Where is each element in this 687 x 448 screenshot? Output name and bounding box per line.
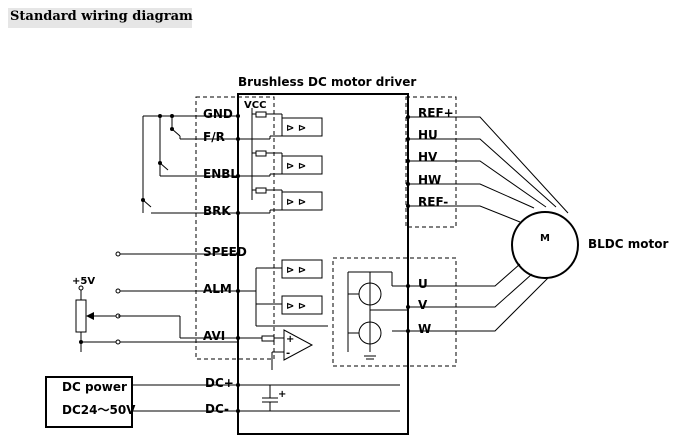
output-optocouplers: ⊳ ⊳ ⊳ ⊳ [238,259,328,327]
svg-text:⊳ ⊳: ⊳ ⊳ [286,301,306,312]
power-transistors [347,271,408,360]
page-title: Standard wiring diagram [10,9,193,24]
header-band [8,8,192,28]
dc-power-box [45,376,133,428]
motor-label: BLDC motor [588,237,668,251]
dc-bus-capacitor: + [238,384,400,412]
svg-text:+: + [278,389,286,400]
svg-text:⊳ ⊳: ⊳ ⊳ [286,123,306,134]
terminal-ref-plus: REF+ [418,106,454,120]
driver-title: Brushless DC motor driver [238,75,416,89]
power-stage-block [332,257,457,367]
svg-text:+: + [286,334,294,345]
terminal-v: V [418,298,428,312]
svg-text:-: - [286,348,290,359]
svg-text:⊳ ⊳: ⊳ ⊳ [286,197,306,208]
terminal-speed: SPEED [203,245,247,259]
speed-input-point [115,251,121,257]
terminal-hu: HU [418,128,438,142]
avi-opamp: + - [238,329,314,370]
terminal-u: U [418,277,428,291]
terminal-fr: F/R [203,130,225,144]
vcc-label: VCC [244,100,266,111]
hall-terminal-block [405,96,457,228]
potentiometer [75,285,238,352]
plus-5v-label: +5V [72,276,95,287]
dc-power-label: DC power [62,380,127,394]
dc-power-range: DC24～50V [62,403,136,417]
input-optocouplers: ⊳ ⊳ ⊳ ⊳ ⊳ ⊳ [238,108,323,214]
terminal-hv: HV [418,150,438,164]
terminal-hw: HW [418,173,441,187]
terminal-dc-minus: DC- [205,402,229,416]
input-terminal-block [195,96,275,360]
terminal-dc-plus: DC+ [205,376,234,390]
terminal-ref-minus: REF- [418,195,448,209]
bldc-motor-symbol [511,211,579,279]
svg-text:⊳ ⊳: ⊳ ⊳ [286,161,306,172]
right-terminal-points [406,115,410,333]
motor-m-label: M [540,233,550,244]
terminal-enbl: ENBL [203,167,238,181]
terminal-avi: AVI [203,329,225,343]
alm-output-point [115,288,121,294]
terminal-brk: BRK [203,204,231,218]
terminal-gnd: GND [203,107,233,121]
switch-wiring [141,114,238,214]
terminal-w: W [418,322,431,336]
driver-body [237,93,409,435]
svg-text:⊳ ⊳: ⊳ ⊳ [286,265,306,276]
motor-wires [408,116,569,332]
terminal-alm: ALM [203,282,232,296]
